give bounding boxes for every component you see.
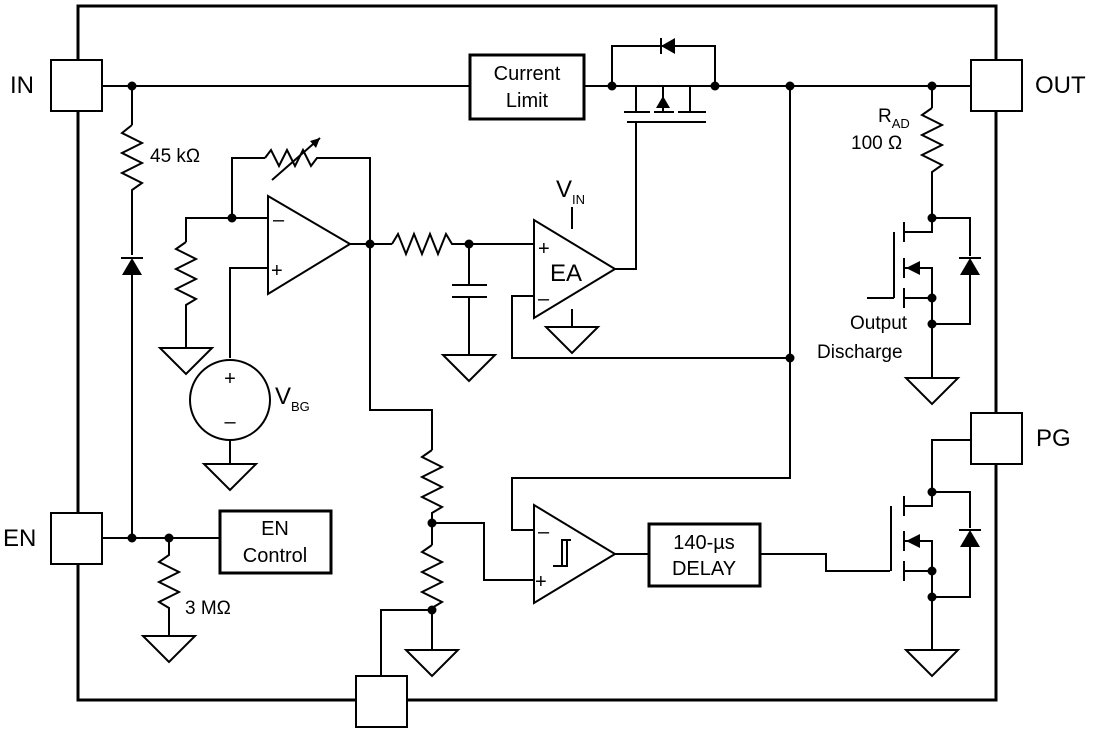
en-control-block	[218, 509, 333, 575]
wire-ref-to-divider	[369, 244, 433, 450]
comp-plus: +	[535, 571, 547, 593]
current-limit-label-2: Limit	[506, 90, 549, 112]
pin-gnd-box[interactable]	[355, 675, 408, 728]
error-amplifier	[533, 218, 617, 320]
pg-mosfet	[890, 491, 981, 598]
wire-ea-feedback	[511, 295, 790, 359]
variable-resistor	[264, 147, 371, 244]
comp-minus: –	[538, 521, 550, 543]
resistor-divider-bottom	[419, 544, 445, 650]
ground-ea	[543, 326, 601, 355]
current-limit-label-1: Current	[494, 63, 561, 85]
resistor-3m	[156, 538, 182, 636]
delay-label-1: 140-µs	[673, 532, 735, 554]
ground-vbg	[201, 463, 259, 492]
pg-comparator	[533, 503, 617, 605]
discharge-mosfet	[867, 217, 981, 325]
pin-in-label: IN	[10, 72, 34, 99]
pin-pg-label: PG	[1036, 425, 1071, 452]
pass-mosfet	[611, 38, 790, 123]
wire-ref-gain	[185, 217, 232, 242]
wire-divider-to-comp	[432, 522, 534, 581]
wire-feedback-left	[231, 157, 268, 219]
wire-ea-to-gate	[615, 122, 637, 270]
ground-en	[140, 635, 198, 664]
discharge-label-1: Output	[850, 313, 908, 334]
rad-value: 100 Ω	[851, 133, 902, 154]
wire-ref-plus	[229, 267, 268, 358]
package-outline	[76, 4, 998, 702]
delay-label-2: DELAY	[672, 558, 736, 580]
vbg-plus: +	[224, 368, 236, 390]
ground-discharge	[903, 377, 961, 406]
resistor-45k	[119, 124, 145, 255]
trim-arrow	[271, 137, 321, 181]
vbg-label: VBG	[275, 383, 310, 414]
en-control-label-2: Control	[243, 545, 307, 567]
resistor-3m-label: 3 MΩ	[185, 598, 231, 619]
ea-plus: +	[538, 238, 550, 260]
pin-out-label: OUT	[1035, 72, 1086, 99]
pin-en-label: EN	[3, 525, 36, 552]
vbg-minus: –	[224, 411, 236, 433]
ref-amp-plus: +	[271, 260, 283, 282]
wire-delay-to-pgfet	[760, 553, 890, 572]
pin-in-box[interactable]	[50, 59, 103, 112]
ground-pg	[903, 649, 961, 678]
ground-gain	[157, 347, 215, 376]
current-limit-block	[468, 53, 586, 121]
discharge-label-2: Discharge	[817, 342, 903, 363]
resistor-rad	[919, 107, 945, 218]
rad-label: RAD	[878, 106, 910, 131]
en-control-label-1: EN	[261, 518, 289, 540]
ea-minus: –	[538, 288, 550, 310]
resistor-gain	[173, 241, 199, 348]
pin-en-box[interactable]	[50, 512, 103, 565]
ref-amp-minus: –	[273, 209, 285, 231]
vin-label: VIN	[556, 176, 585, 207]
wire-pg-pin	[931, 439, 971, 492]
pin-pg-box[interactable]	[970, 412, 1023, 465]
resistor-45k-label: 45 kΩ	[150, 146, 200, 167]
ground-filter	[440, 354, 498, 383]
ground-divider	[403, 649, 461, 678]
ea-label: EA	[550, 260, 582, 287]
reference-amplifier	[267, 194, 352, 296]
pin-out-box[interactable]	[970, 59, 1023, 112]
wire-out-sense	[511, 86, 791, 531]
zener-diode-en	[121, 257, 143, 275]
junction-dots	[127, 81, 937, 615]
wire-to-gnd-pin	[380, 609, 432, 676]
resistor-filter	[391, 231, 534, 257]
hysteresis-symbol	[553, 539, 571, 567]
resistor-divider-top	[419, 449, 445, 545]
